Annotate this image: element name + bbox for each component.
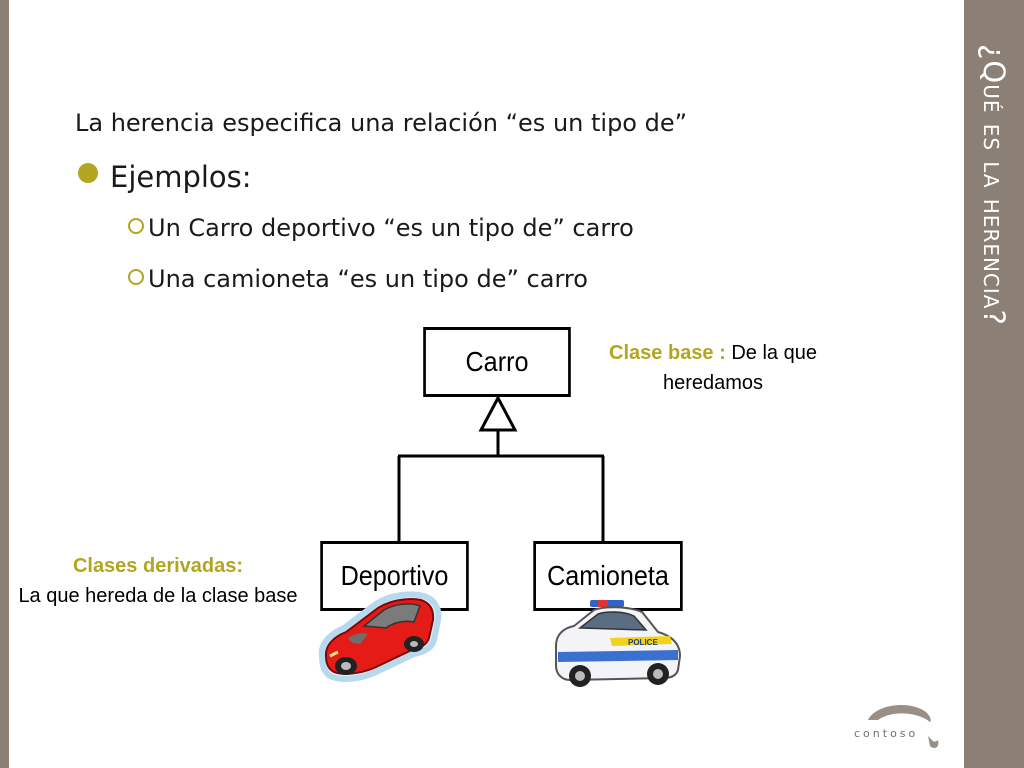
sub-item-text: Una camioneta “es un tipo de” carro xyxy=(148,265,588,293)
base-note-text: De la que heredamos xyxy=(662,342,817,394)
derived-class-note: Clases derivadas: La que hereda de la cl… xyxy=(8,551,308,611)
sub-item-1: Un Carro deportivo “es un tipo de” carro xyxy=(128,214,634,242)
bullet-label: Ejemplos: xyxy=(110,160,252,194)
title-sidebar xyxy=(964,0,1024,768)
bullet-ring-icon xyxy=(128,218,144,234)
base-class-note: Clase base : De la que heredamos xyxy=(598,338,828,398)
contoso-swirl-icon: contoso xyxy=(854,705,939,748)
logo-text: contoso xyxy=(854,727,918,740)
red-sports-car-icon xyxy=(318,591,442,682)
sub-item-text: Un Carro deportivo “es un tipo de” carro xyxy=(148,214,634,242)
bullet-examples: Ejemplos: xyxy=(78,160,252,194)
contoso-logo: contoso xyxy=(848,700,944,752)
derived-note-text: La que hereda de la clase base xyxy=(18,585,298,607)
class-box-derived-2: Camioneta xyxy=(533,541,683,611)
sub-item-2: Una camioneta “es un tipo de” carro xyxy=(128,265,588,293)
police-car-icon: POLICE xyxy=(555,600,682,687)
bullet-ring-icon xyxy=(128,269,144,285)
base-note-label: Clase base : xyxy=(609,342,726,364)
derived-note-label: Clases derivadas: xyxy=(72,555,244,577)
inheritance-arrow-icon xyxy=(478,394,518,432)
class-box-base: Carro xyxy=(423,327,571,397)
intro-text: La herencia especifica una relación “es … xyxy=(75,109,688,137)
left-border-bar xyxy=(0,0,9,768)
police-label: POLICE xyxy=(628,638,658,647)
bullet-dot-icon xyxy=(78,163,98,183)
